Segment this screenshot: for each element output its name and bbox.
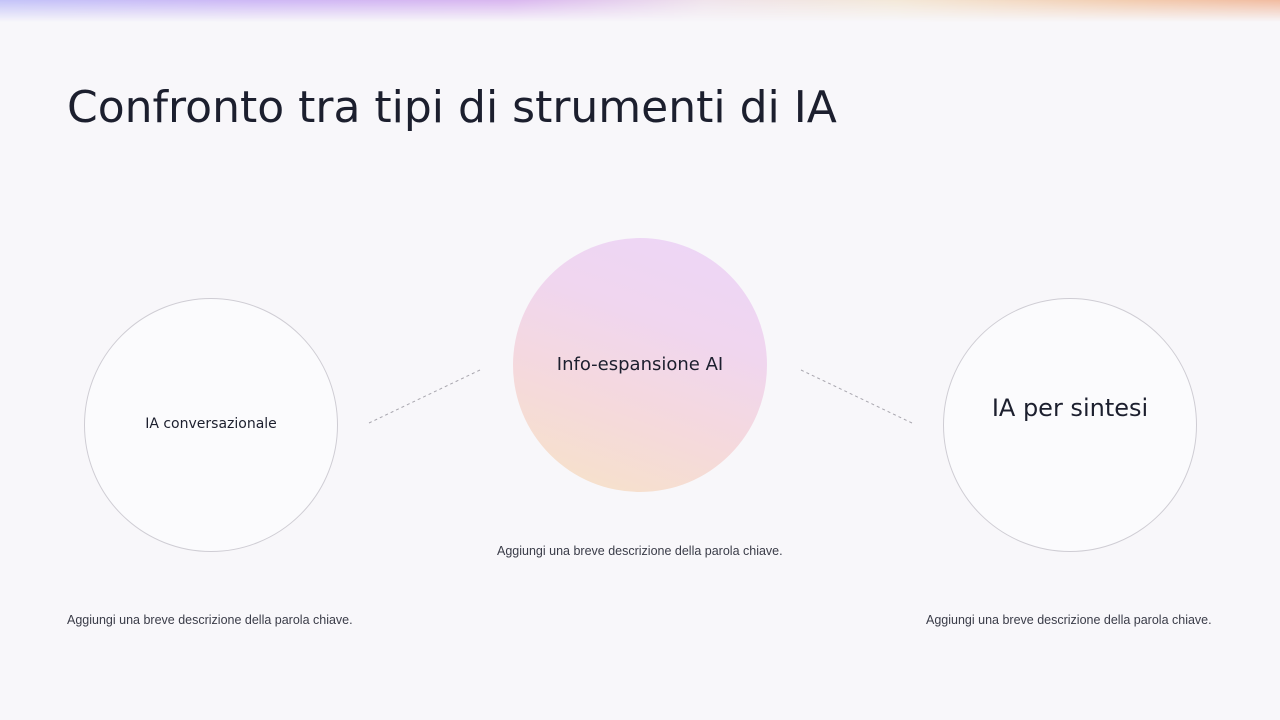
node-description-info-expansion: Aggiungi una breve descrizione della par…: [497, 544, 783, 558]
node-circle-conversational: IA conversazionale: [84, 298, 338, 552]
node-label: IA conversazionale: [145, 416, 277, 432]
node-label: IA per sintesi: [991, 394, 1149, 422]
node-description-synthesis: Aggiungi una breve descrizione della par…: [926, 613, 1212, 627]
node-description-conversational: Aggiungi una breve descrizione della par…: [67, 613, 353, 627]
connector-right: [800, 369, 913, 424]
slide-title: Confronto tra tipi di strumenti di IA: [67, 82, 837, 133]
node-circle-synthesis: IA per sintesi: [943, 298, 1197, 552]
node-circle-info-expansion: Info-espansione AI: [513, 238, 767, 492]
decorative-gradient-bar: [0, 0, 1280, 22]
node-label: Info-espansione AI: [556, 353, 724, 375]
connector-left: [368, 369, 481, 424]
